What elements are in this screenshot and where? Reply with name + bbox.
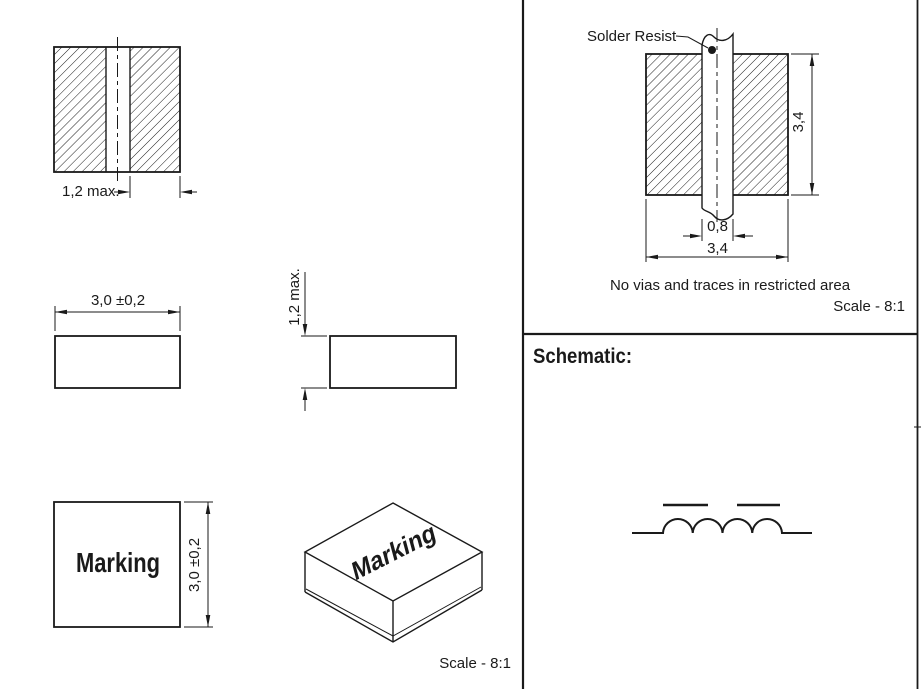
- marking-label: Marking: [76, 547, 160, 578]
- land-pattern-view: Solder Resist 3,4 0,8 3,4 N: [587, 28, 905, 315]
- arrow-right-icon: [776, 254, 788, 260]
- gap-dimension-label: 1,2 max.: [62, 183, 120, 200]
- arrow-right-icon: [168, 309, 180, 315]
- solder-resist-label: Solder Resist: [587, 28, 677, 45]
- body-outline: [54, 335, 181, 389]
- arrow-down-icon: [205, 615, 211, 627]
- pad-height-dimension: 3,4: [790, 53, 819, 196]
- pad-height-label: 3,4: [790, 112, 807, 133]
- size-dimension-label: 3,0 ±0,2: [186, 538, 203, 592]
- solder-resist-strip: [701, 31, 734, 221]
- schematic-section: Schematic:: [533, 345, 812, 534]
- scale-note-right: Scale - 8:1: [833, 298, 905, 315]
- inductor-symbol: [632, 503, 812, 534]
- gap-dimension: 1,2 max.: [62, 176, 197, 200]
- arrow-left-icon: [733, 233, 745, 239]
- component-top-view: Marking 3,0 ±0,2: [53, 501, 213, 628]
- component-section-view: 1,2 max.: [53, 37, 197, 200]
- arrow-up-icon: [205, 502, 211, 514]
- bottom-outer-edge: [304, 589, 483, 643]
- body-outline: [329, 335, 457, 389]
- size-dimension: 3,0 ±0,2: [184, 501, 213, 628]
- component-isometric-view: Marking: [303, 502, 484, 643]
- height-dimension: 1,2 max.: [286, 268, 327, 411]
- bottom-inner-edge: [305, 586, 482, 637]
- arrow-right-icon: [118, 189, 130, 195]
- arrow-up-icon: [302, 388, 308, 400]
- arrow-left-icon: [55, 309, 67, 315]
- body-outline: [53, 501, 181, 628]
- slot-width-label: 0,8: [707, 218, 728, 235]
- leader-line: [675, 35, 709, 49]
- scale-note-left: Scale - 8:1: [439, 655, 511, 672]
- arrow-left-icon: [646, 254, 658, 260]
- arrow-right-icon: [690, 233, 702, 239]
- width-dimension: 3,0 ±0,2: [54, 292, 181, 331]
- width-dimension-label: 3,0 ±0,2: [91, 292, 145, 309]
- arrow-up-icon: [809, 54, 815, 66]
- height-dimension-label: 1,2 max.: [286, 268, 303, 326]
- component-side-view: 3,0 ±0,2: [54, 292, 181, 389]
- pad-width-dimension: 3,4: [645, 199, 789, 262]
- hatch-right-block: [130, 47, 180, 172]
- hatch-right-pad: [733, 54, 788, 195]
- arrow-down-icon: [809, 183, 815, 195]
- hatch-left-pad: [646, 54, 702, 195]
- inductor-coil: [632, 518, 812, 534]
- arrow-down-icon: [302, 324, 308, 336]
- leader-dot-icon: [708, 46, 716, 54]
- marking-label: Marking: [349, 518, 438, 587]
- component-end-view: 1,2 max.: [286, 268, 457, 411]
- slot-width-dimension: 0,8: [683, 218, 753, 241]
- solder-resist-callout: Solder Resist: [587, 28, 716, 54]
- arrow-left-icon: [180, 189, 192, 195]
- schematic-heading: Schematic:: [533, 345, 632, 368]
- pad-width-label: 3,4: [707, 240, 728, 257]
- hatch-left-block: [54, 47, 106, 172]
- restriction-note: No vias and traces in restricted area: [610, 277, 851, 294]
